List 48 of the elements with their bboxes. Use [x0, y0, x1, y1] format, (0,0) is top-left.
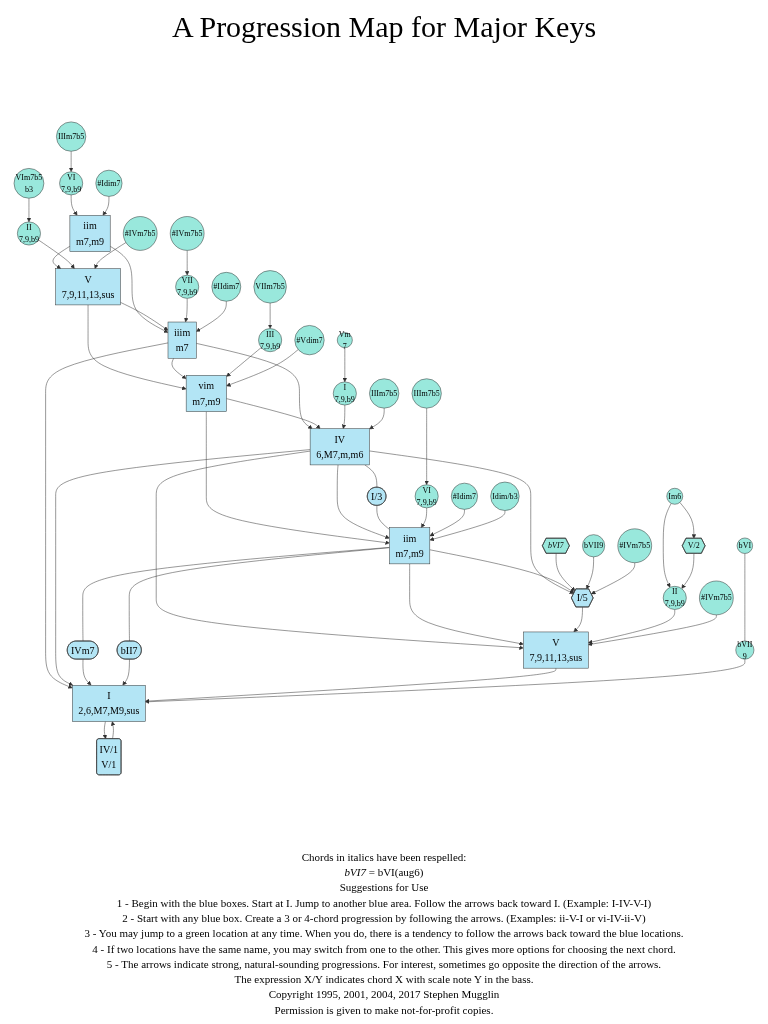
node-circle: Im6 — [666, 488, 683, 505]
node-box: IV 6,M7,m,m6 — [309, 428, 370, 466]
node-box: vim m7,m9 — [185, 375, 227, 412]
node-circle: Idim/b3 — [490, 481, 520, 511]
note-text: Chords in italics have been respelled: — [300, 849, 468, 865]
node-circle: VIIm7b5 — [253, 270, 287, 304]
node-circle: #IVm7b5 — [123, 216, 158, 251]
node-box: iiim m7 — [167, 321, 197, 359]
node-box: V 7,9,11,13,sus — [523, 631, 589, 669]
node-box: iim m7,m9 — [69, 215, 111, 252]
node-circle: bVI — [736, 537, 753, 554]
node-circle: II 7,9,b9 — [17, 221, 41, 246]
node-circle: I 7,9,b9 — [333, 381, 357, 406]
note-text: Copyright 1995, 2001, 2004, 2017 Stephen Mugglin — [267, 987, 501, 1002]
node-circle: IIIm7b5 — [411, 378, 442, 409]
note-text: 3 - You may jump to a green location at any time. When you do, there is a tendency to follow the arrows back toward the blue locations. — [84, 926, 684, 941]
node-box: V 7,9,11,13,sus — [55, 268, 121, 306]
node-circle: #IVm7b5 — [699, 580, 734, 616]
note-text: Suggestions for Use — [338, 880, 430, 895]
node-circle: #Idim7 — [451, 482, 478, 510]
connector — [364, 464, 378, 488]
node-circle: #IIdim7 — [211, 272, 242, 302]
node-circle: III 7,9,b9 — [258, 328, 282, 352]
note-text: bVI7 = bVI(aug6) — [343, 865, 425, 880]
note-text: 5 - The arrows indicate strong, natural-sounding progressions. For interest, sometimes go opposite the direction of the arrows. — [105, 956, 663, 972]
node-circle: VI 7,9,b9 — [59, 171, 83, 196]
node-circle: VII 7,9,b9 — [175, 275, 199, 299]
note-text: 1 - Begin with the blue boxes. Start at I. Jump to another blue area. Follow the arrows back toward I. (Example: I-IV-V-I) — [115, 895, 653, 910]
node-box: I 2,6,M7,M9,sus — [72, 685, 146, 722]
node-circle: VIm7b5 b3 — [13, 168, 45, 199]
node-circle: bVII9 — [582, 534, 605, 558]
node-circle: bVII 9 — [735, 640, 755, 660]
node-box: iim m7,m9 — [389, 527, 431, 565]
node-circle: Vm 7 — [337, 332, 353, 348]
node-circle: #Idim7 — [95, 169, 123, 197]
node-circle: #IVm7b5 — [617, 528, 652, 563]
note-text: 2 - Start with any blue box. Create a 3 or 4-chord progression by following the arrows. (Examples: ii-V-I or vi-IV-ii-V) — [121, 910, 647, 926]
note-text: 4 - If two locations have the same name, you may switch from one to the other. This gives more options for choosing the next chord. — [91, 941, 677, 956]
node-circle: VI 7,9,b9 — [414, 484, 439, 509]
note-text: Permission is given to make not-for-profit copies. — [273, 1002, 495, 1017]
note-text: The expression X/Y indicates chord X with scale note Y in the bass. — [233, 972, 535, 987]
node-circle: #IVm7b5 — [170, 216, 205, 251]
node-circle: IIIm7b5 — [56, 121, 87, 152]
title: A Progression Map for Major Keys — [171, 10, 597, 44]
node-circle: #Vdim7 — [294, 325, 325, 356]
node-circle: IIIm7b5 — [369, 378, 400, 409]
node-circle: II 7,9,b9 — [662, 586, 687, 610]
connector — [376, 505, 390, 530]
